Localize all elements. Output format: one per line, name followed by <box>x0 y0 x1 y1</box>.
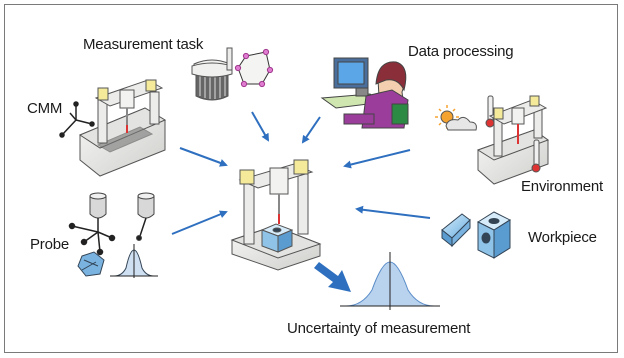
label-uncertainty: Uncertainty of measurement <box>287 320 471 337</box>
arrow-from-environment <box>343 149 411 169</box>
probe-icon <box>68 192 158 278</box>
label-measurement-task: Measurement task <box>83 36 204 53</box>
arrow-from-cmm <box>179 147 228 167</box>
normal-distribution-icon <box>340 252 440 310</box>
arrow-from-workpiece <box>355 205 431 219</box>
label-cmm: CMM <box>27 100 63 117</box>
arrow-from-data-processing <box>301 116 321 144</box>
arrow-from-measurement-task <box>251 111 269 142</box>
cmm-machine-icon <box>78 79 167 177</box>
measurement-task-icon <box>191 47 274 101</box>
environment-icon <box>435 95 550 185</box>
label-workpiece: Workpiece <box>528 229 597 246</box>
diagram-frame <box>4 4 618 353</box>
arrow-from-probe <box>171 210 228 235</box>
label-data-processing: Data processing <box>408 43 514 60</box>
computer-operator-icon <box>320 57 409 129</box>
label-environment: Environment <box>521 178 604 195</box>
label-probe: Probe <box>30 236 70 253</box>
axes-icon <box>59 101 95 138</box>
input-arrows <box>171 111 431 235</box>
workpiece-icon <box>441 211 512 259</box>
output-arrow <box>314 262 351 292</box>
central-cmm-icon <box>230 159 322 271</box>
